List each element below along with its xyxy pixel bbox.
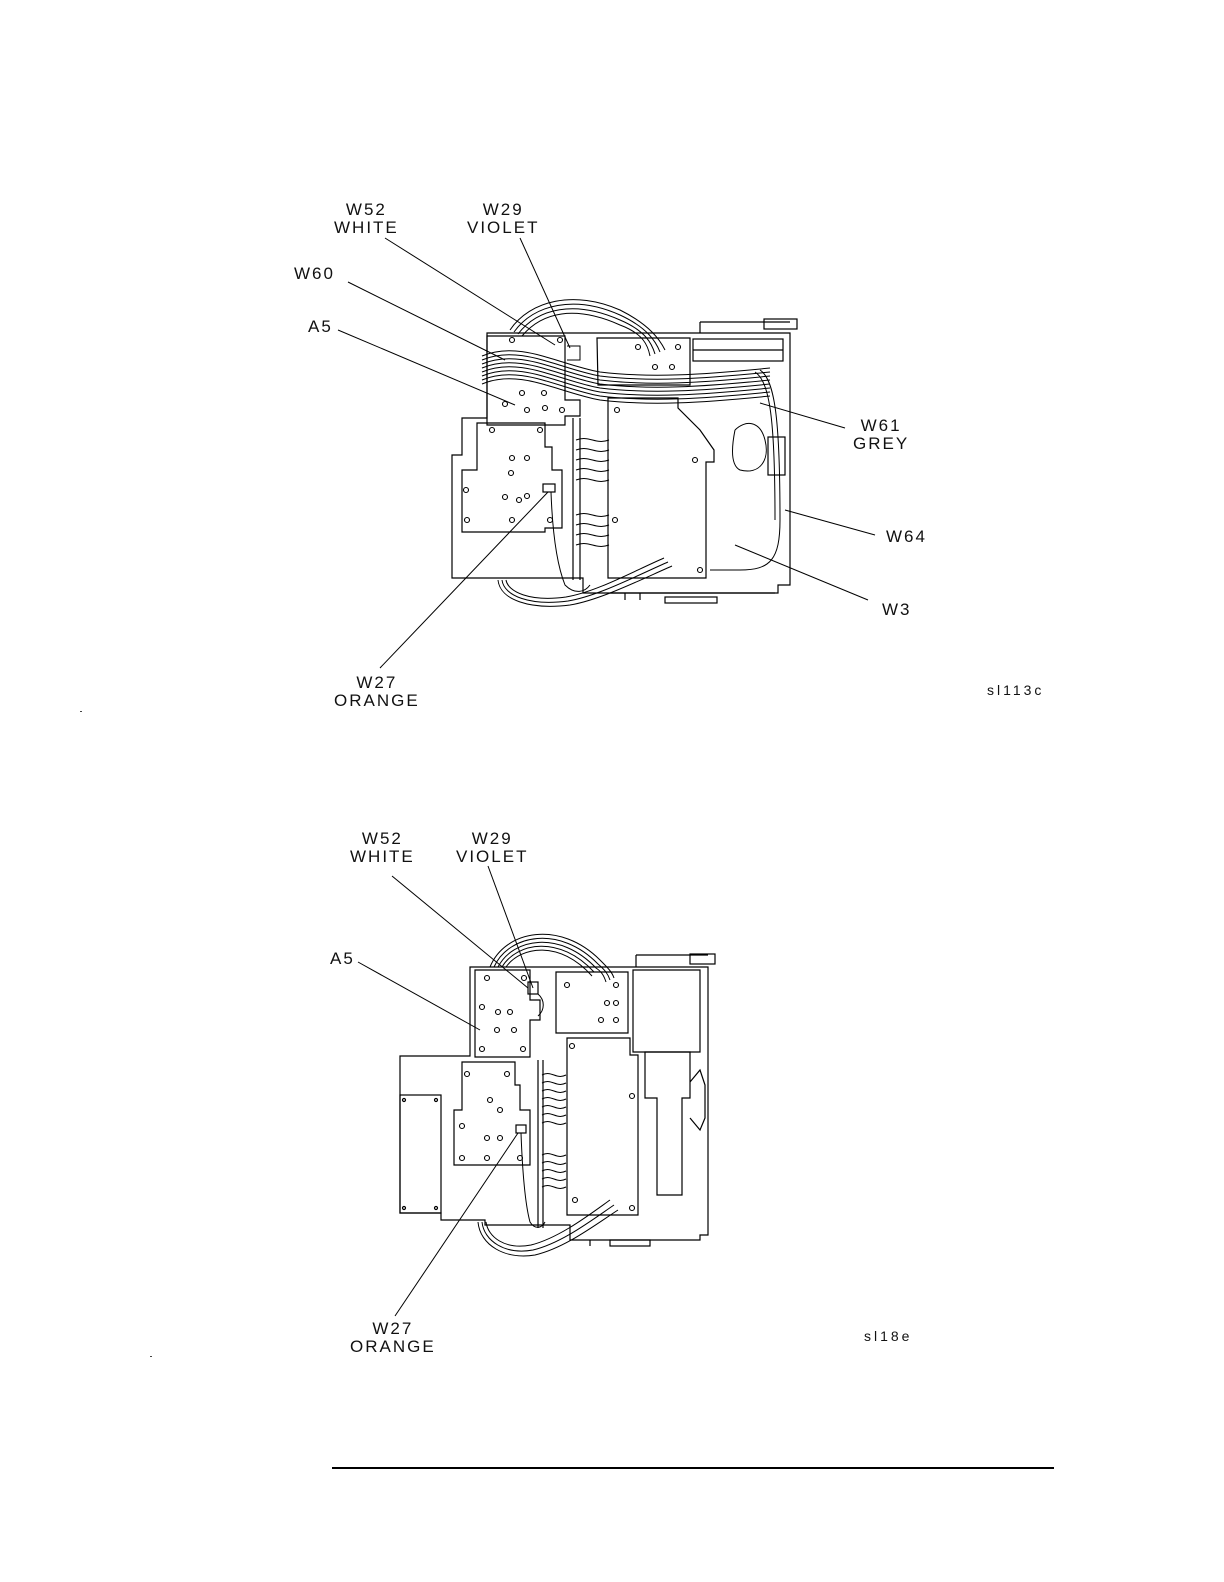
- label-w29-color: VIOLET: [456, 848, 528, 866]
- label-w29-id: W29: [456, 830, 528, 848]
- figure-id-bottom: sl18e: [864, 1328, 912, 1344]
- label-w52-bottom: W52 WHITE: [350, 830, 415, 866]
- label-w29-bottom: W29 VIOLET: [456, 830, 528, 866]
- figure-bottom-drawing: [0, 0, 1224, 1400]
- label-w52-id: W52: [350, 830, 415, 848]
- label-w27-id: W27: [350, 1320, 436, 1338]
- label-a5-bottom: A5: [330, 950, 355, 968]
- label-w27-bottom: W27 ORANGE: [350, 1320, 436, 1356]
- label-w27-color: ORANGE: [350, 1338, 436, 1356]
- label-a5-id: A5: [330, 950, 355, 968]
- footer-rule: [332, 1467, 1054, 1469]
- stray-mark: [150, 1356, 152, 1357]
- label-w52-color: WHITE: [350, 848, 415, 866]
